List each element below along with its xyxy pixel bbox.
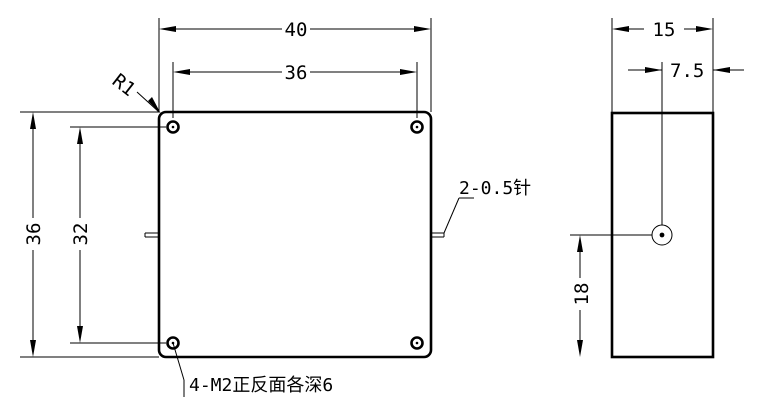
dim-front-height-label: 36 <box>23 223 45 246</box>
hole-callout-label: 4-M2正反面各深6 <box>189 375 333 396</box>
dim-hole-spacing-x-label: 36 <box>285 62 308 84</box>
mounting-hole-top-right <box>410 120 424 134</box>
pin-end-view <box>651 62 673 246</box>
dim-pin-offset-x: 7.5 <box>628 60 744 82</box>
pin-left <box>144 232 159 238</box>
front-body-outline <box>157 110 433 359</box>
dim-side-width-label: 15 <box>653 19 676 41</box>
dim-hole-spacing-y-label: 32 <box>70 223 92 246</box>
pin-callout-label: 2-0.5针 <box>459 178 531 199</box>
dim-pin-height: 18 <box>570 234 652 357</box>
side-view: 15 7.5 18 <box>570 18 744 359</box>
callout-pin: 2-0.5针 <box>443 178 531 234</box>
dim-hole-spacing-x: 36 <box>172 62 418 118</box>
dim-pin-height-label: 18 <box>571 283 593 306</box>
callout-holes: 4-M2正反面各深6 <box>172 342 333 397</box>
pin-right <box>431 232 445 238</box>
mounting-hole-top-left <box>166 120 180 134</box>
dim-front-width-label: 40 <box>285 19 308 41</box>
mounting-hole-bottom-right <box>410 336 424 350</box>
dim-side-width: 15 <box>611 18 714 113</box>
dim-front-height: 36 <box>20 111 159 358</box>
callout-corner-radius: R1 <box>108 70 161 114</box>
dim-pin-offset-x-label: 7.5 <box>670 60 704 82</box>
dim-hole-spacing-y: 32 <box>70 126 166 344</box>
dim-front-width: 40 <box>158 18 432 112</box>
corner-radius-label: R1 <box>108 70 140 101</box>
front-view: 40 36 36 <box>20 18 531 397</box>
